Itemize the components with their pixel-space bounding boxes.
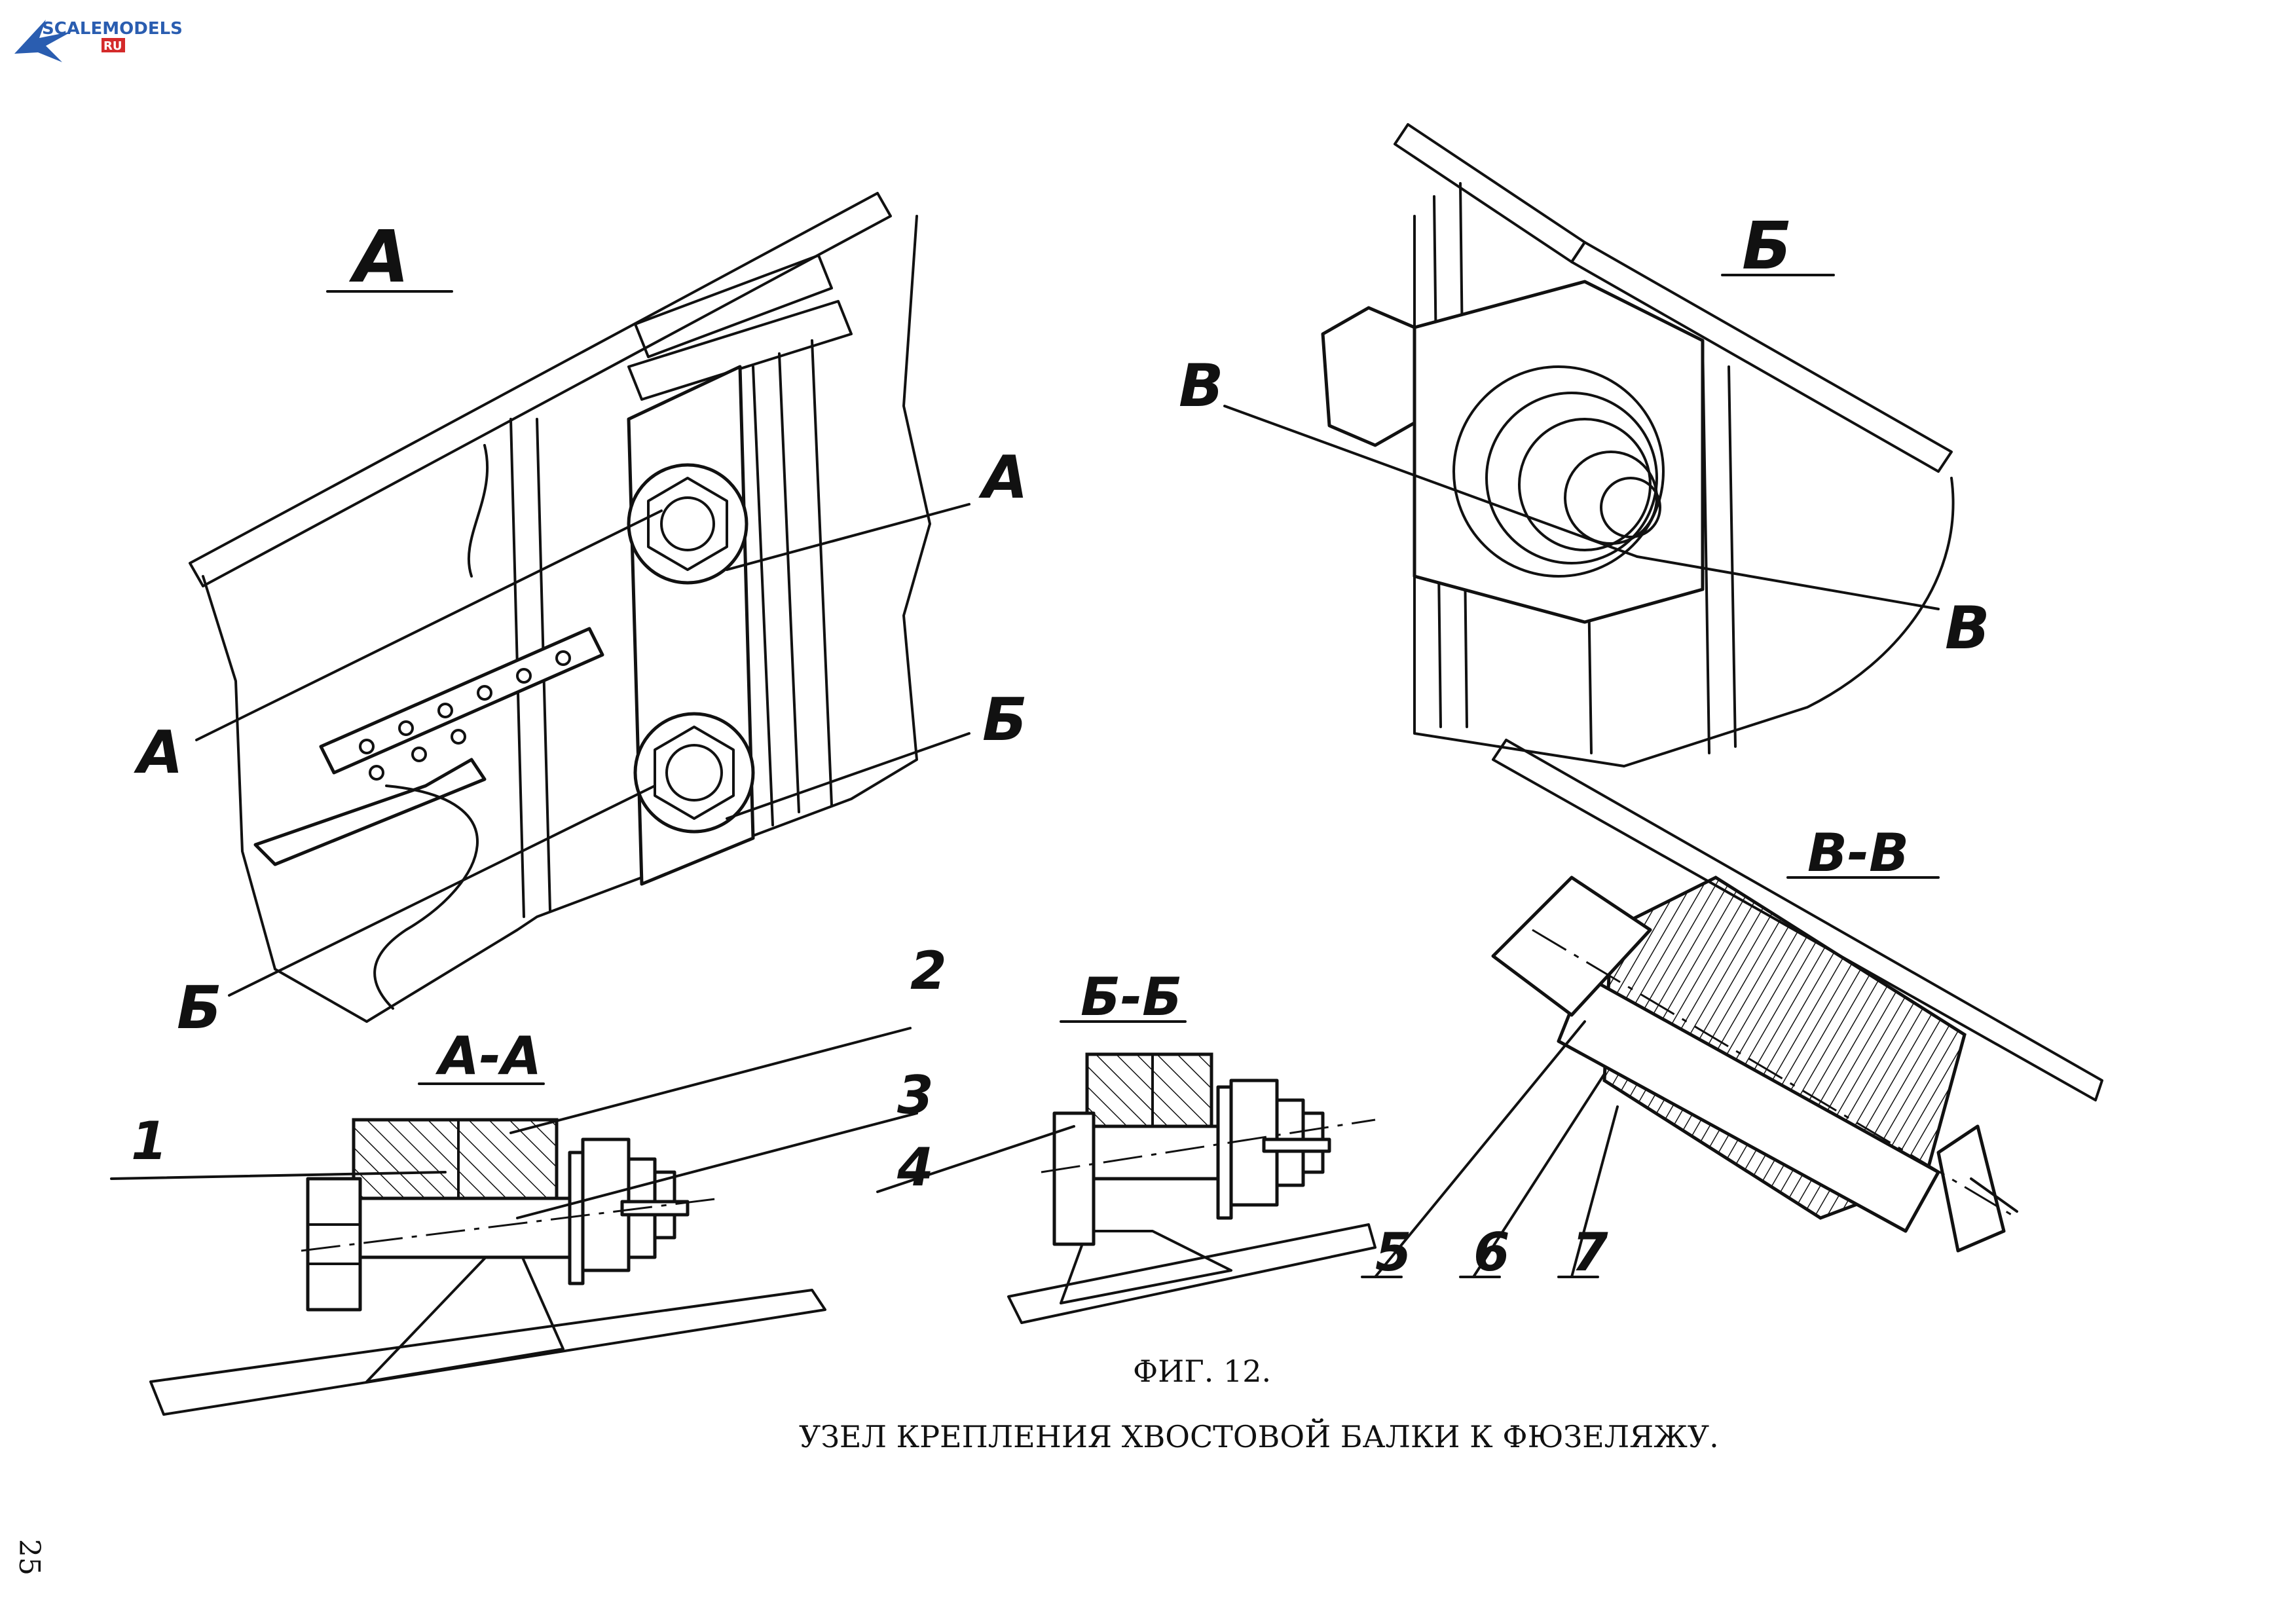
section-bb-skin — [1007, 1223, 1377, 1324]
section-vv-part-6: 6 — [1473, 1222, 1510, 1283]
section-aa-skin — [149, 1289, 826, 1416]
view-b-title: Б — [1742, 208, 1792, 284]
section-bb-part-4: 4 — [896, 1137, 934, 1198]
view-a-callout-a: А — [134, 718, 183, 787]
view-a-angle — [319, 627, 604, 775]
section-bb-title: Б-Б — [1081, 967, 1182, 1027]
view-b-callout-v: В — [1179, 352, 1224, 420]
view-a-skin — [189, 192, 892, 587]
scalemodels-logo[interactable]: SCALEMODELS RU — [14, 19, 183, 62]
section-aa-part-2: 2 — [910, 940, 947, 1001]
section-aa-part-3: 3 — [897, 1065, 934, 1126]
view-a-bolt-a — [627, 463, 748, 585]
figure-title: УЗЕЛ КРЕПЛЕНИЯ ХВОСТОВОЙ БАЛКИ К ФЮЗЕЛЯЖ… — [799, 1418, 1719, 1454]
section-vv-part-5: 5 — [1375, 1222, 1412, 1283]
section-vv-title: В-В — [1807, 822, 1909, 883]
jet-icon — [14, 20, 72, 62]
figure-number: ФИГ. 12. — [1133, 1354, 1271, 1389]
view-b-drawing: Б В В — [1179, 123, 1990, 767]
section-bb-bolt-head — [1052, 1111, 1096, 1246]
section-aa-drawing: А-А 1 2 3 — [110, 940, 947, 1416]
view-a-panel-outline — [202, 215, 931, 1023]
section-bb-drawing: Б-Б 4 — [876, 967, 1377, 1324]
view-a-callout-a2: А — [978, 443, 1028, 512]
logo-suffix: RU — [103, 39, 122, 53]
page-number: 25 — [12, 1539, 46, 1576]
section-aa-part-1: 1 — [131, 1111, 168, 1172]
view-a-callout-b2: Б — [982, 686, 1027, 754]
view-b-bolt-end — [1452, 365, 1665, 578]
view-a-title: А — [348, 215, 409, 299]
view-a-drawing: А — [134, 192, 1028, 1043]
section-vv-bolt-head — [1491, 876, 1652, 1017]
section-vv-part-7: 7 — [1572, 1222, 1608, 1283]
view-a-bolt-b — [633, 712, 755, 834]
view-a-callout-b: Б — [177, 974, 222, 1043]
section-vv-drawing: В-В 5 6 7 — [1361, 739, 2103, 1283]
view-b-callout-v2: В — [1945, 594, 1990, 663]
logo-text: SCALEMODELS — [42, 19, 183, 39]
section-aa-title: А-А — [435, 1025, 542, 1086]
view-b-panel-outline — [1413, 215, 1955, 767]
view-b-nut — [1321, 306, 1423, 447]
section-vv-skin — [1492, 739, 2103, 1101]
